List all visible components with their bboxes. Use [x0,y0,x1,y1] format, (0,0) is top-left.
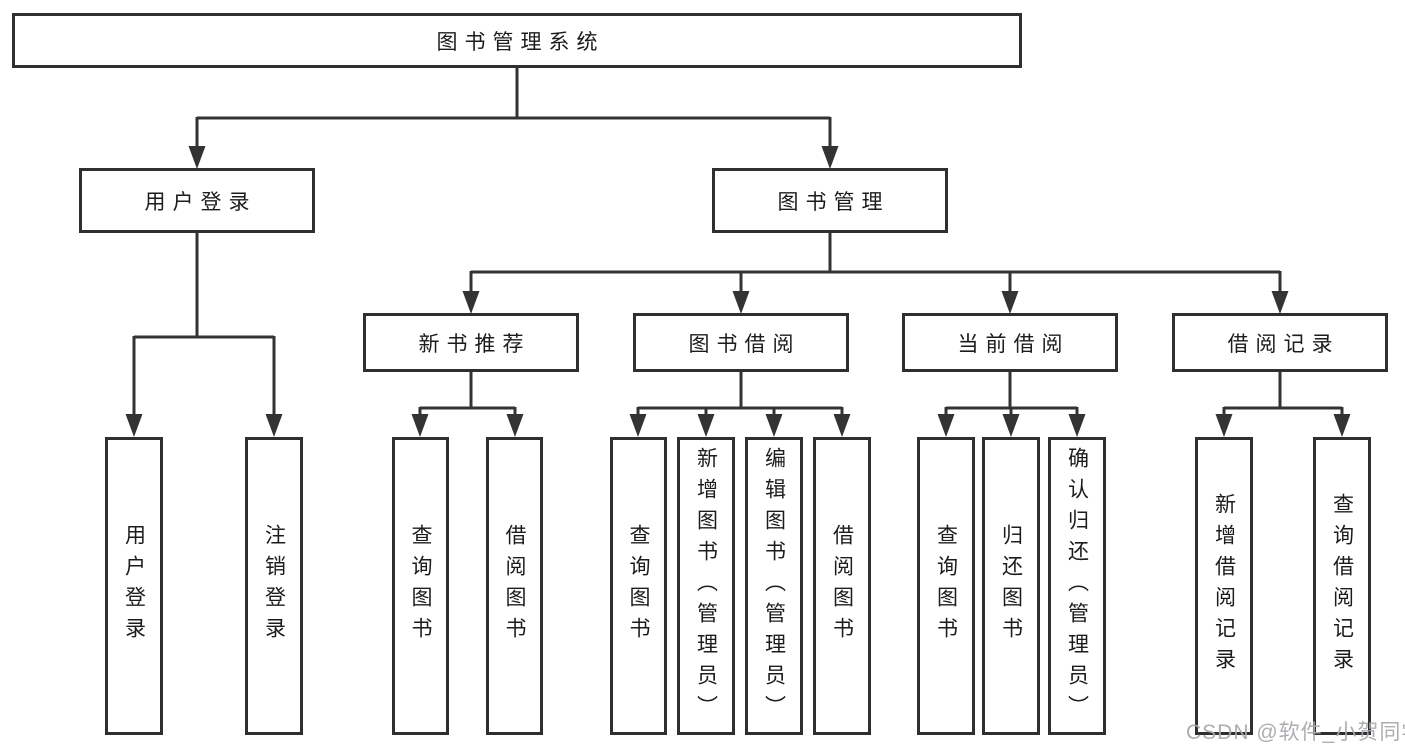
node-user-login: 用户登录 [79,168,315,233]
leaf-query-books-recommend: 查询图书 [392,437,449,735]
node-new-book-recommendation: 新书推荐 [363,313,579,372]
leaf-user-login: 用户登录 [105,437,163,735]
node-current-borrowing: 当前借阅 [902,313,1118,372]
leaf-borrow-books-recommend: 借阅图书 [486,437,543,735]
node-borrowing-records: 借阅记录 [1172,313,1388,372]
leaf-borrow-books-borrowing: 借阅图书 [813,437,871,735]
leaf-confirm-return-admin: 确认归还（管理员） [1048,437,1106,735]
leaf-edit-books-admin: 编辑图书（管理员） [745,437,803,735]
node-book-management: 图书管理 [712,168,948,233]
leaf-return-books: 归还图书 [982,437,1040,735]
leaf-add-books-admin: 新增图书（管理员） [677,437,735,735]
node-book-borrowing: 图书借阅 [633,313,849,372]
leaf-query-books-current: 查询图书 [917,437,975,735]
arrowheads [125,146,1351,437]
leaf-add-borrow-record: 新增借阅记录 [1195,437,1253,735]
leaf-query-borrow-record: 查询借阅记录 [1313,437,1371,735]
node-library-system: 图书管理系统 [12,13,1022,68]
leaf-logout: 注销登录 [245,437,303,735]
watermark: CSDN @软件_小贺同学 [1186,721,1405,744]
leaf-query-books-borrowing: 查询图书 [610,437,667,735]
